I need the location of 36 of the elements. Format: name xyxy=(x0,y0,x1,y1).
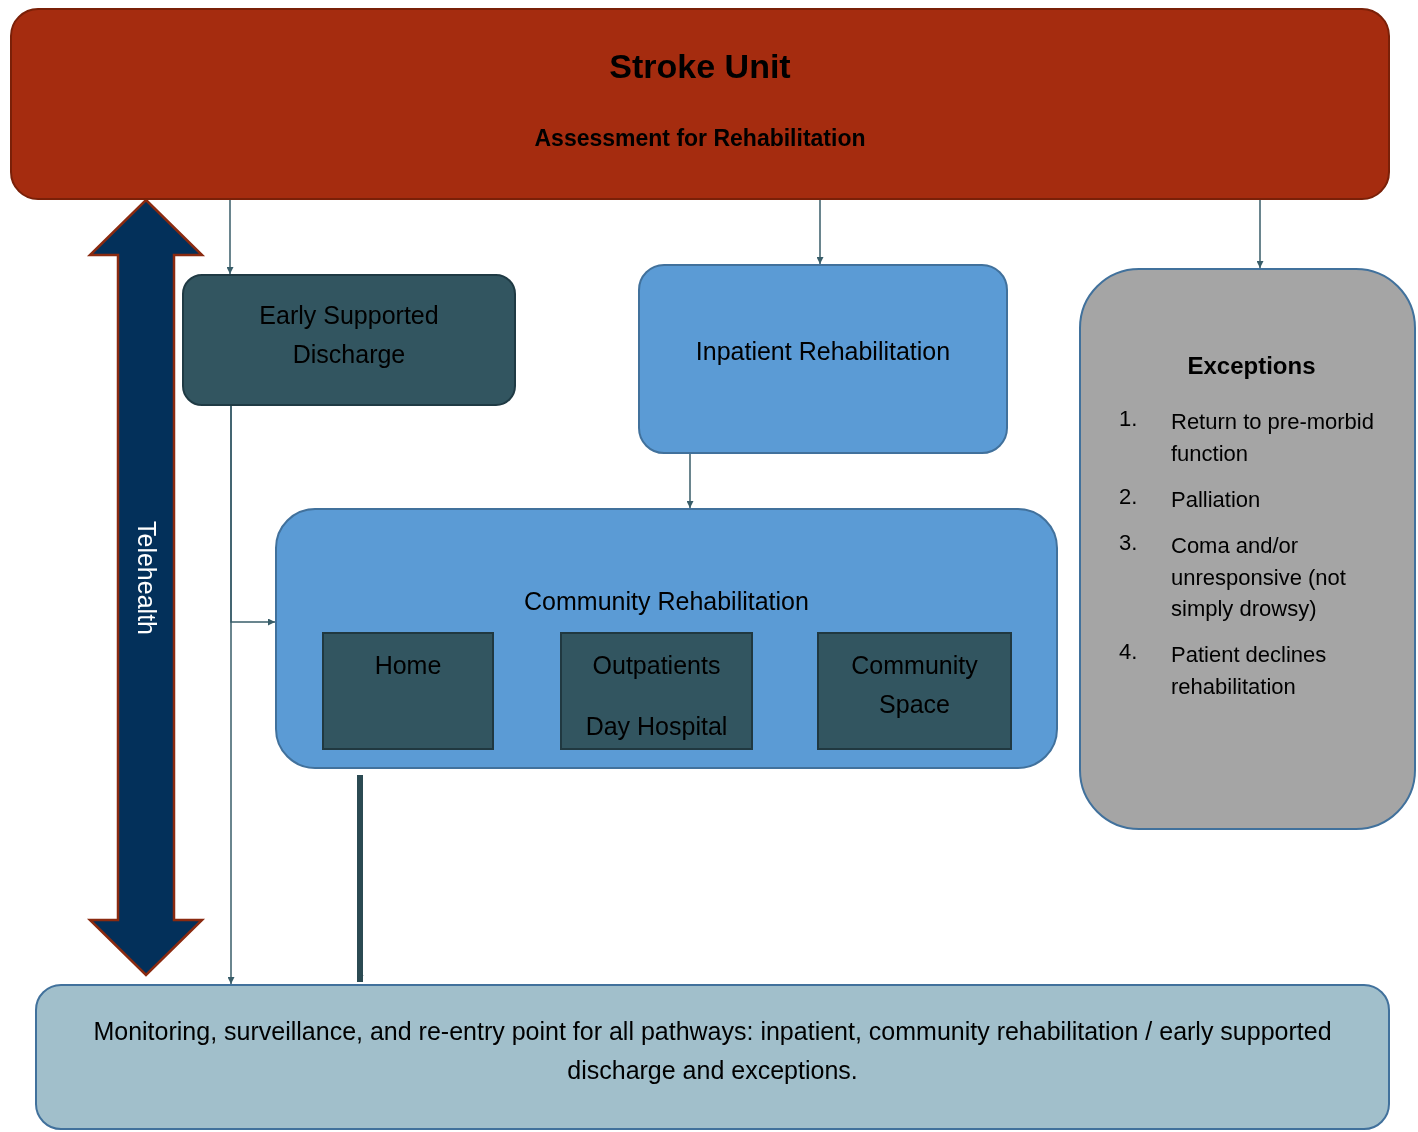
arrow xyxy=(226,199,234,275)
monitoring-box xyxy=(35,984,1390,1130)
list-item: Return to pre-morbid function xyxy=(1171,408,1375,468)
process-box xyxy=(182,274,516,406)
list-item: Palliation xyxy=(1171,485,1262,514)
list-item: Coma and/or unresponsive (not simply drowsy) xyxy=(1171,531,1347,624)
edge-label: Telehealth xyxy=(131,520,161,635)
box-label: Community Space xyxy=(850,650,979,720)
double-arrow xyxy=(86,198,206,977)
arrow xyxy=(686,453,694,509)
stroke-unit-box xyxy=(10,8,1390,200)
setting-box xyxy=(817,632,1012,750)
box-label: Outpatients xyxy=(592,650,721,681)
process-box xyxy=(638,264,1008,454)
list-number: 4. xyxy=(1119,639,1139,667)
box-label: Monitoring, surveillance, and re-entry point for all pathways: inpatient, community rehabilitation / early supported discharge and exceptions. xyxy=(92,1016,1333,1086)
arrow xyxy=(816,199,824,265)
setting-box xyxy=(322,632,494,750)
title-heading: Stroke Unit xyxy=(609,46,791,87)
list-number: 2. xyxy=(1119,483,1139,511)
container-label: Community Rehabilitation xyxy=(524,586,809,617)
list-number: 3. xyxy=(1119,529,1139,557)
arrow xyxy=(227,405,235,985)
box-label: Day Hospital xyxy=(585,710,728,742)
box-label: Inpatient Rehabilitation xyxy=(695,336,951,367)
subtitle-text: Assessment for Rehabilitation xyxy=(534,123,866,153)
list-heading: Exceptions xyxy=(1187,352,1316,380)
exceptions-box xyxy=(1079,268,1416,830)
list-item: Patient declines rehabilitation xyxy=(1171,641,1328,702)
arrow xyxy=(356,775,364,982)
box-label: Early Supported Discharge xyxy=(258,300,440,370)
container-box xyxy=(275,508,1058,769)
box-label: Home xyxy=(374,650,442,681)
arrow xyxy=(1256,199,1264,269)
list-number: 1. xyxy=(1119,406,1139,433)
setting-box xyxy=(560,632,753,750)
